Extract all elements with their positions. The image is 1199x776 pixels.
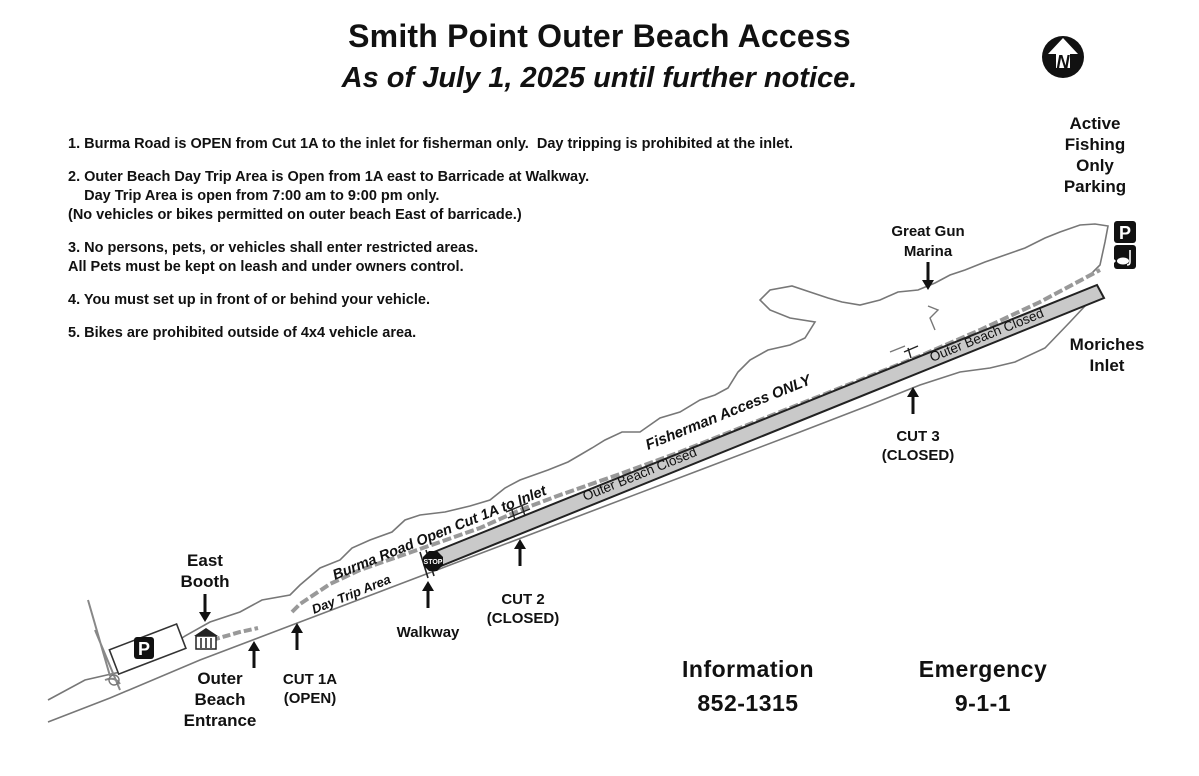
cut1a-arrow-icon [291, 623, 303, 650]
cut3-label: CUT 3 (CLOSED) [873, 427, 963, 465]
label-line: Only [1076, 156, 1114, 175]
label-line: CUT 2 [501, 591, 545, 608]
rule-3: 3. No persons, pets, or vehicles shall e… [68, 239, 793, 277]
outer-beach-closed-label-1: Outer Beach Closed [581, 444, 699, 503]
label-line: Active [1069, 114, 1121, 133]
label-line: (OPEN) [283, 690, 337, 707]
parking-sign [134, 637, 154, 659]
rules-list: 1. Burma Road is OPEN from Cut 1A to the… [68, 135, 793, 357]
barricade-cut2 [505, 502, 531, 521]
access-road [87, 599, 121, 691]
traffic-circle [108, 674, 120, 686]
east-booth-label: East Booth [170, 550, 240, 592]
booth-icon [194, 628, 218, 650]
walkway-arrow-icon [422, 581, 434, 608]
information-block: Information 852-1315 [660, 652, 836, 720]
rule-line: Day Trip Area is open from 7:00 am to 9:… [68, 188, 440, 204]
active-parking-sign [1114, 221, 1136, 243]
cut3-arrow-icon [907, 387, 919, 414]
great-gun-marina-label: Great Gun Marina [878, 222, 978, 262]
rule-5: 5. Bikes are prohibited outside of 4x4 v… [68, 324, 793, 343]
rule-line: All Pets must be kept on leash and under… [68, 259, 464, 275]
label-line: Beach [194, 690, 246, 709]
label-line: CUT 1A [282, 671, 338, 688]
rule-line: (No vehicles or bikes permitted on outer… [68, 207, 522, 223]
rule-line: 3. No persons, pets, or vehicles shall e… [68, 240, 479, 256]
label-line: East [187, 551, 223, 570]
barricade-cut3 [903, 345, 919, 359]
marina-channel [889, 305, 940, 353]
emergency-phone: 9-1-1 [954, 690, 1012, 716]
page-title: Smith Point Outer Beach Access [348, 18, 851, 54]
label-line: Fishing [1064, 135, 1126, 154]
rule-1: 1. Burma Road is OPEN from Cut 1A to the… [68, 135, 793, 154]
active-parking-label: Active Fishing Only Parking [1052, 113, 1138, 197]
label-line: Booth [180, 572, 230, 591]
label-line: Entrance [183, 711, 257, 730]
information-label: Information [682, 656, 814, 682]
north-arrow-icon: N [1042, 36, 1084, 78]
rule-line: 4. You must set up in front of or behind… [68, 292, 430, 308]
label-line: CUT 3 [896, 428, 940, 445]
stop-sign: STOP [423, 551, 443, 571]
walkway-label: Walkway [385, 622, 471, 643]
stop-sign-label: STOP [424, 559, 443, 566]
rule-2: 2. Outer Beach Day Trip Area is Open fro… [68, 168, 793, 225]
label-line: (CLOSED) [486, 610, 560, 627]
fish-icon [1112, 245, 1136, 269]
rule-4: 4. You must set up in front of or behind… [68, 291, 793, 310]
label-line: Outer [197, 669, 243, 688]
east-booth-arrow-icon [199, 594, 211, 622]
emergency-block: Emergency 9-1-1 [898, 652, 1068, 720]
label-line: Moriches [1069, 335, 1145, 354]
day-trip-area-label: Day Trip Area [310, 571, 393, 616]
active-parking-sign-label: P [1119, 223, 1131, 243]
rule-line: 5. Bikes are prohibited outside of 4x4 v… [68, 325, 417, 341]
booth-access-road [211, 626, 259, 642]
outer-beach-entrance-label: Outer Beach Entrance [172, 668, 268, 731]
moriches-inlet-label: Moriches Inlet [1052, 334, 1162, 376]
ocean-shoreline [47, 295, 1096, 723]
emergency-label: Emergency [918, 656, 1048, 682]
label-line: Marina [903, 243, 953, 260]
label-line: Great Gun [891, 223, 965, 240]
north-arrow-label: N [1057, 52, 1071, 72]
outer-entrance-arrow-icon [248, 641, 260, 668]
rule-line: 2. Outer Beach Day Trip Area is Open fro… [68, 169, 590, 185]
cut2-label: CUT 2 (CLOSED) [478, 590, 568, 628]
page-subtitle: As of July 1, 2025 until further notice. [341, 62, 858, 94]
cut2-arrow-icon [514, 539, 526, 566]
label-line: Inlet [1089, 356, 1125, 375]
label-line: (CLOSED) [881, 447, 955, 464]
rule-line: 1. Burma Road is OPEN from Cut 1A to the… [68, 136, 794, 152]
cut1a-label: CUT 1A (OPEN) [268, 670, 352, 708]
label-line: Walkway [396, 624, 460, 641]
bay-shoreline [47, 223, 1109, 701]
label-line: Parking [1063, 177, 1127, 196]
great-gun-arrow-icon [922, 262, 934, 290]
parking-sign-label: P [138, 639, 150, 659]
information-phone: 852-1315 [697, 690, 799, 716]
